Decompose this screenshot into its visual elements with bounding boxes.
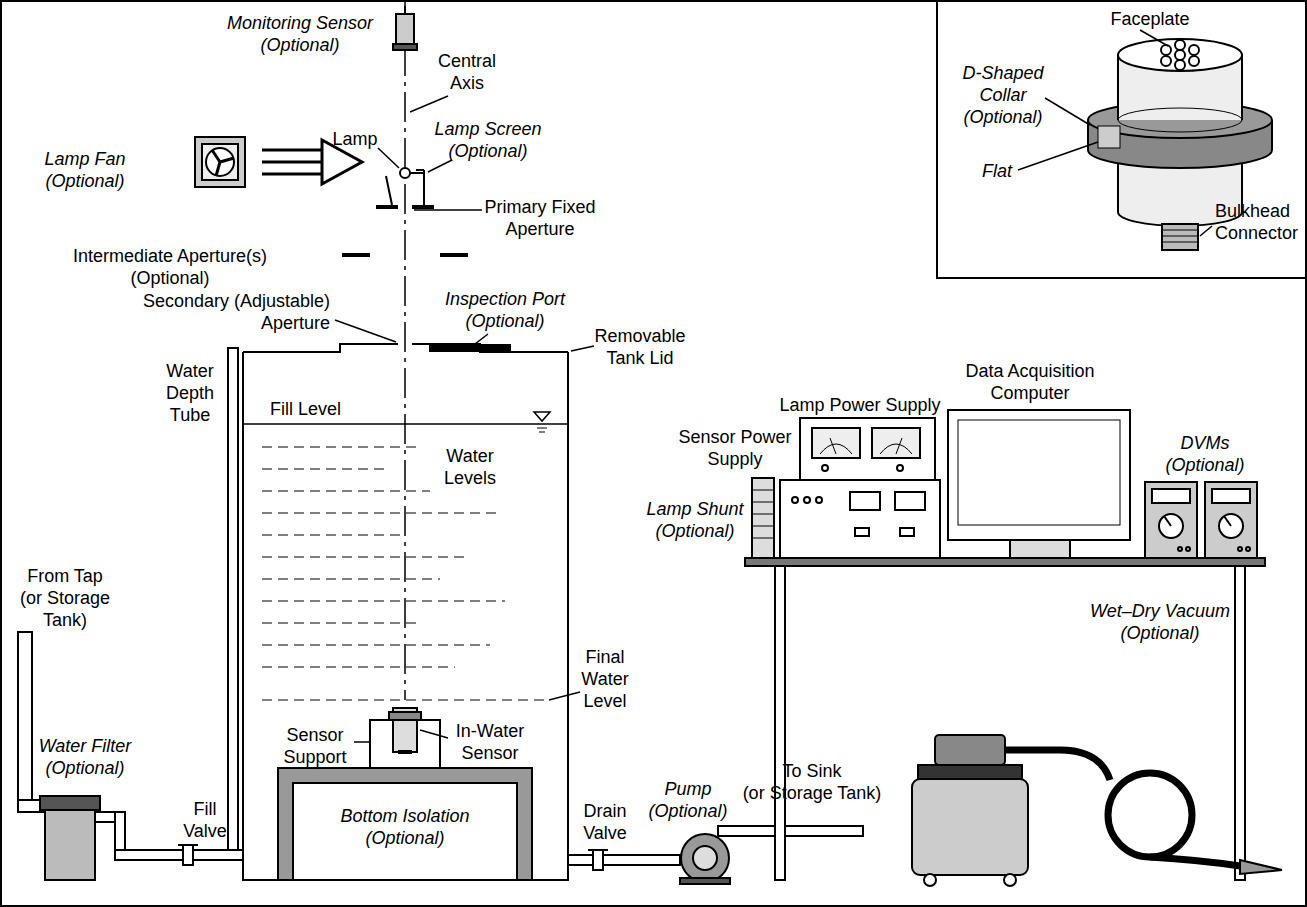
- part-label: Data Acquisition Computer: [965, 360, 1094, 404]
- inset-panel: FaceplateD-Shaped Collar (Optional) FlatB…: [937, 0, 1307, 278]
- part-label: Fill Valve: [183, 798, 227, 842]
- part-label: Bulkhead Connector: [1215, 200, 1298, 244]
- part-label: DVMs (Optional): [1165, 432, 1244, 476]
- part-label: Monitoring Sensor (Optional): [227, 12, 373, 56]
- part-label: From Tap (or Storage Tank): [20, 565, 110, 631]
- part-label: Water Levels: [442, 445, 498, 489]
- part-label: Intermediate Aperture(s) (Optional): [73, 245, 267, 289]
- part-label: Sensor Support: [283, 724, 346, 768]
- part-label: Lamp Power Supply: [779, 394, 940, 416]
- part-label: To Sink (or Storage Tank): [743, 760, 882, 804]
- part-label: Lamp Screen (Optional): [434, 118, 541, 162]
- part-label: Flat: [982, 160, 1012, 182]
- part-label: Water Depth Tube: [166, 360, 214, 426]
- part-label: Bottom Isolation (Optional): [340, 805, 469, 849]
- part-label: Drain Valve: [583, 800, 627, 844]
- part-label: Pump (Optional): [648, 778, 727, 822]
- part-label: In-Water Sensor: [456, 720, 524, 764]
- part-label: Faceplate: [1110, 8, 1189, 30]
- part-label: Wet–Dry Vacuum (Optional): [1090, 600, 1230, 644]
- part-label: Water Filter (Optional): [39, 735, 132, 779]
- part-label: Lamp Fan (Optional): [44, 148, 125, 192]
- part-label: Fill Level: [270, 398, 341, 420]
- part-label: D-Shaped Collar (Optional): [962, 62, 1043, 128]
- isolation-box: Bottom Isolation (Optional): [293, 783, 517, 880]
- part-label: Secondary (Adjustable) Aperture: [143, 290, 330, 334]
- part-label: Inspection Port (Optional): [445, 288, 565, 332]
- part-label: Primary Fixed Aperture: [484, 196, 595, 240]
- part-label: Lamp Shunt (Optional): [646, 498, 743, 542]
- part-label: Sensor Power Supply: [678, 426, 791, 470]
- part-label: Final Water Level: [581, 646, 628, 712]
- part-label: Removable Tank Lid: [594, 325, 685, 369]
- part-label: Central Axis: [438, 50, 496, 94]
- part-label: Lamp: [332, 128, 377, 150]
